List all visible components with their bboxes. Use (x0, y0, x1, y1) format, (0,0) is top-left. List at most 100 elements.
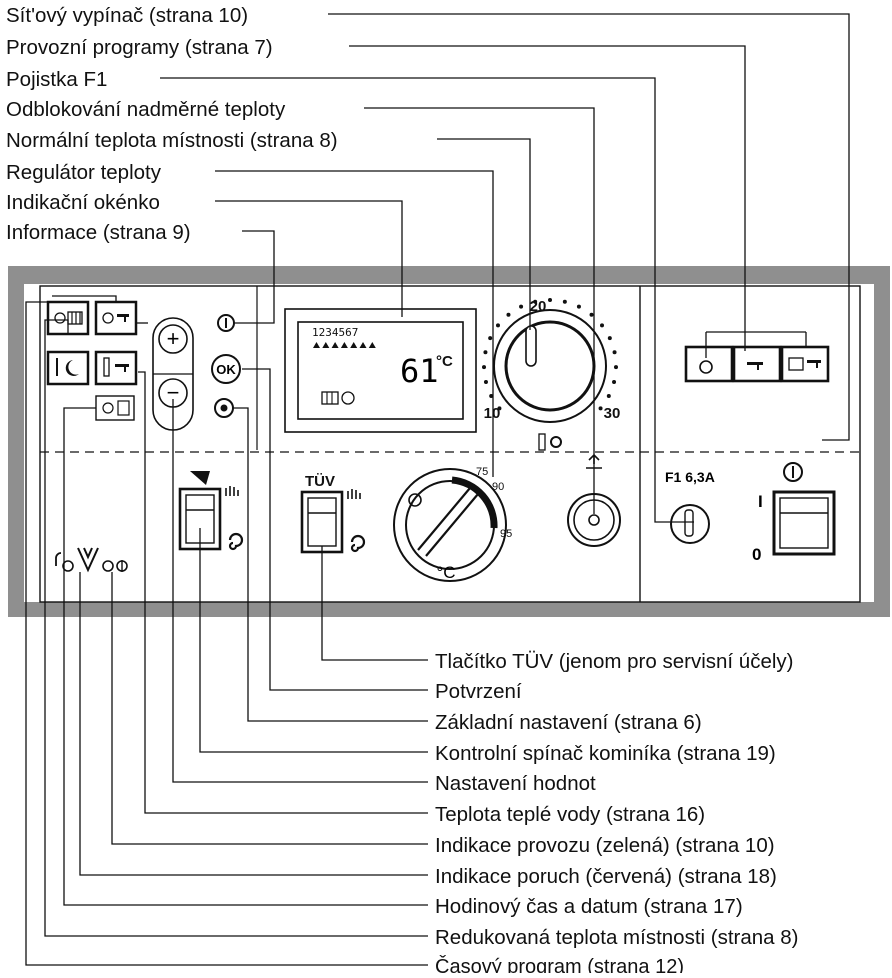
scale-dot (519, 304, 524, 309)
weekday-marker (331, 342, 339, 348)
scale-dot (576, 304, 581, 309)
temp-mark-95: 95 (500, 528, 512, 540)
callout-information: Informace (strana 9) (6, 221, 191, 244)
hand-icon (225, 486, 239, 496)
auto-icon (228, 532, 244, 551)
scale-dot (506, 312, 511, 317)
scale-dot (612, 379, 617, 384)
thermometer-icon (538, 433, 546, 451)
program-buttons (46, 300, 138, 421)
weekday-marker (350, 342, 358, 348)
tap-icon (115, 364, 129, 372)
callout-chimney-sweep: Kontrolní spínač kominíka (strana 19) (435, 742, 776, 765)
thermometer-icon (103, 357, 110, 377)
display-unit: °C (436, 353, 453, 370)
standby-icon (699, 360, 713, 374)
dial-mark-30: 30 (604, 405, 621, 422)
plus-label: + (167, 326, 180, 351)
room-temperature-dial[interactable]: 20 10 30 (482, 298, 621, 451)
radiator-icon (321, 391, 339, 405)
scale-dot (483, 350, 488, 355)
tuv-switch[interactable]: TÜV (300, 473, 366, 554)
ok-button[interactable] (211, 354, 241, 384)
operation-lamp (102, 560, 114, 572)
scale-dot (548, 298, 552, 302)
weekday-marker (340, 342, 348, 348)
callout-confirmation: Potvrzení (435, 680, 522, 703)
scale-dot (589, 312, 594, 317)
sun-icon (550, 436, 562, 448)
scale-dot (489, 393, 494, 398)
temp-mark-90: 90 (492, 481, 504, 493)
callout-tuv-button: Tlačítko TÜV (jenom pro servisní účely) (435, 650, 793, 673)
fuse-label: F1 6,3A (665, 469, 715, 485)
status-lamps (55, 547, 128, 573)
scale-dot (600, 323, 605, 328)
program-bracket (705, 331, 807, 358)
bottom-callout-labels: Tlačítko TÜV (jenom pro servisní účely) … (435, 650, 799, 978)
scale-dot (488, 336, 493, 341)
settings-icon (220, 404, 228, 412)
tap-icon (117, 314, 129, 322)
weekday-numbers: 1234567 (312, 326, 358, 339)
callout-overheat-unlock: Odblokování nadměrné teploty (6, 98, 286, 121)
fault-lamp (62, 560, 74, 572)
scale-dot (495, 323, 500, 328)
hot-water-temperature-button[interactable] (94, 350, 138, 386)
radiator-icon (788, 357, 804, 371)
scale-dot (607, 336, 612, 341)
scale-dot (562, 299, 567, 304)
weekday-marker (359, 342, 367, 348)
top-leader-lines (160, 13, 850, 523)
temperature-regulator-dial[interactable]: 75 90 95 °C (393, 466, 512, 582)
scale-dot (612, 350, 617, 355)
minus-label: − (167, 380, 180, 405)
chimney-sweep-icon (190, 471, 210, 485)
top-callout-labels: Sít'ový vypínač (strana 10) Provozní pro… (6, 4, 338, 244)
moon-icon (65, 360, 79, 376)
weekday-markers (313, 342, 376, 348)
dial-pointer (525, 325, 537, 367)
tap-icon (747, 362, 763, 370)
scale-dot (482, 365, 487, 370)
callout-operating-programs: Provozní programy (strana 7) (6, 36, 273, 59)
callout-fuse: Pojistka F1 (6, 68, 107, 91)
hot-water-program-button[interactable] (94, 300, 138, 336)
callout-clock-date: Hodinový čas a datum (strana 17) (435, 895, 743, 918)
brand-logo (77, 547, 99, 573)
callout-reduced-room-temp: Redukovaná teplota místnosti (strana 8) (435, 926, 799, 949)
clock-icon (102, 312, 114, 324)
callout-fault-indicator: Indikace poruch (červená) (strana 18) (435, 865, 777, 888)
lcd-screen (297, 321, 464, 420)
winter-mode-button[interactable] (780, 345, 830, 383)
hand-icon (347, 489, 361, 499)
standby-button[interactable] (684, 345, 734, 383)
fuse-f1[interactable]: F1 6,3A (665, 469, 715, 544)
temp-mark-75: 75 (476, 466, 488, 478)
callout-hot-water-temp: Teplota teplé vody (strana 16) (435, 803, 705, 826)
switch-off-label: 0 (752, 545, 761, 564)
operating-program-buttons (684, 345, 830, 383)
dial-mark-10: 10 (484, 405, 501, 422)
plus-button[interactable] (158, 324, 188, 354)
display-value: 61 (400, 352, 439, 390)
frost-icon (408, 493, 422, 507)
weekday-marker (368, 342, 376, 348)
temp-dial-unit: °C (436, 563, 455, 582)
callout-display-window: Indikační okénko (6, 191, 160, 214)
mains-switch[interactable]: I 0 (752, 462, 836, 564)
switch-on-label: I (758, 492, 763, 511)
scale-dot (606, 393, 611, 398)
weekday-marker (313, 342, 320, 348)
auto-icon (350, 534, 366, 553)
clock-date-button[interactable] (95, 395, 135, 421)
radiator-icon (67, 311, 83, 325)
callout-value-setting: Nastavení hodnot (435, 772, 596, 795)
clock-icon (102, 402, 114, 414)
display-window: 1234567 61 °C (284, 308, 477, 433)
calendar-icon (117, 400, 130, 416)
ok-label: OK (216, 362, 236, 377)
tap-icon (807, 360, 821, 368)
callout-mains-switch: Sít'ový vypínač (strana 10) (6, 4, 248, 27)
